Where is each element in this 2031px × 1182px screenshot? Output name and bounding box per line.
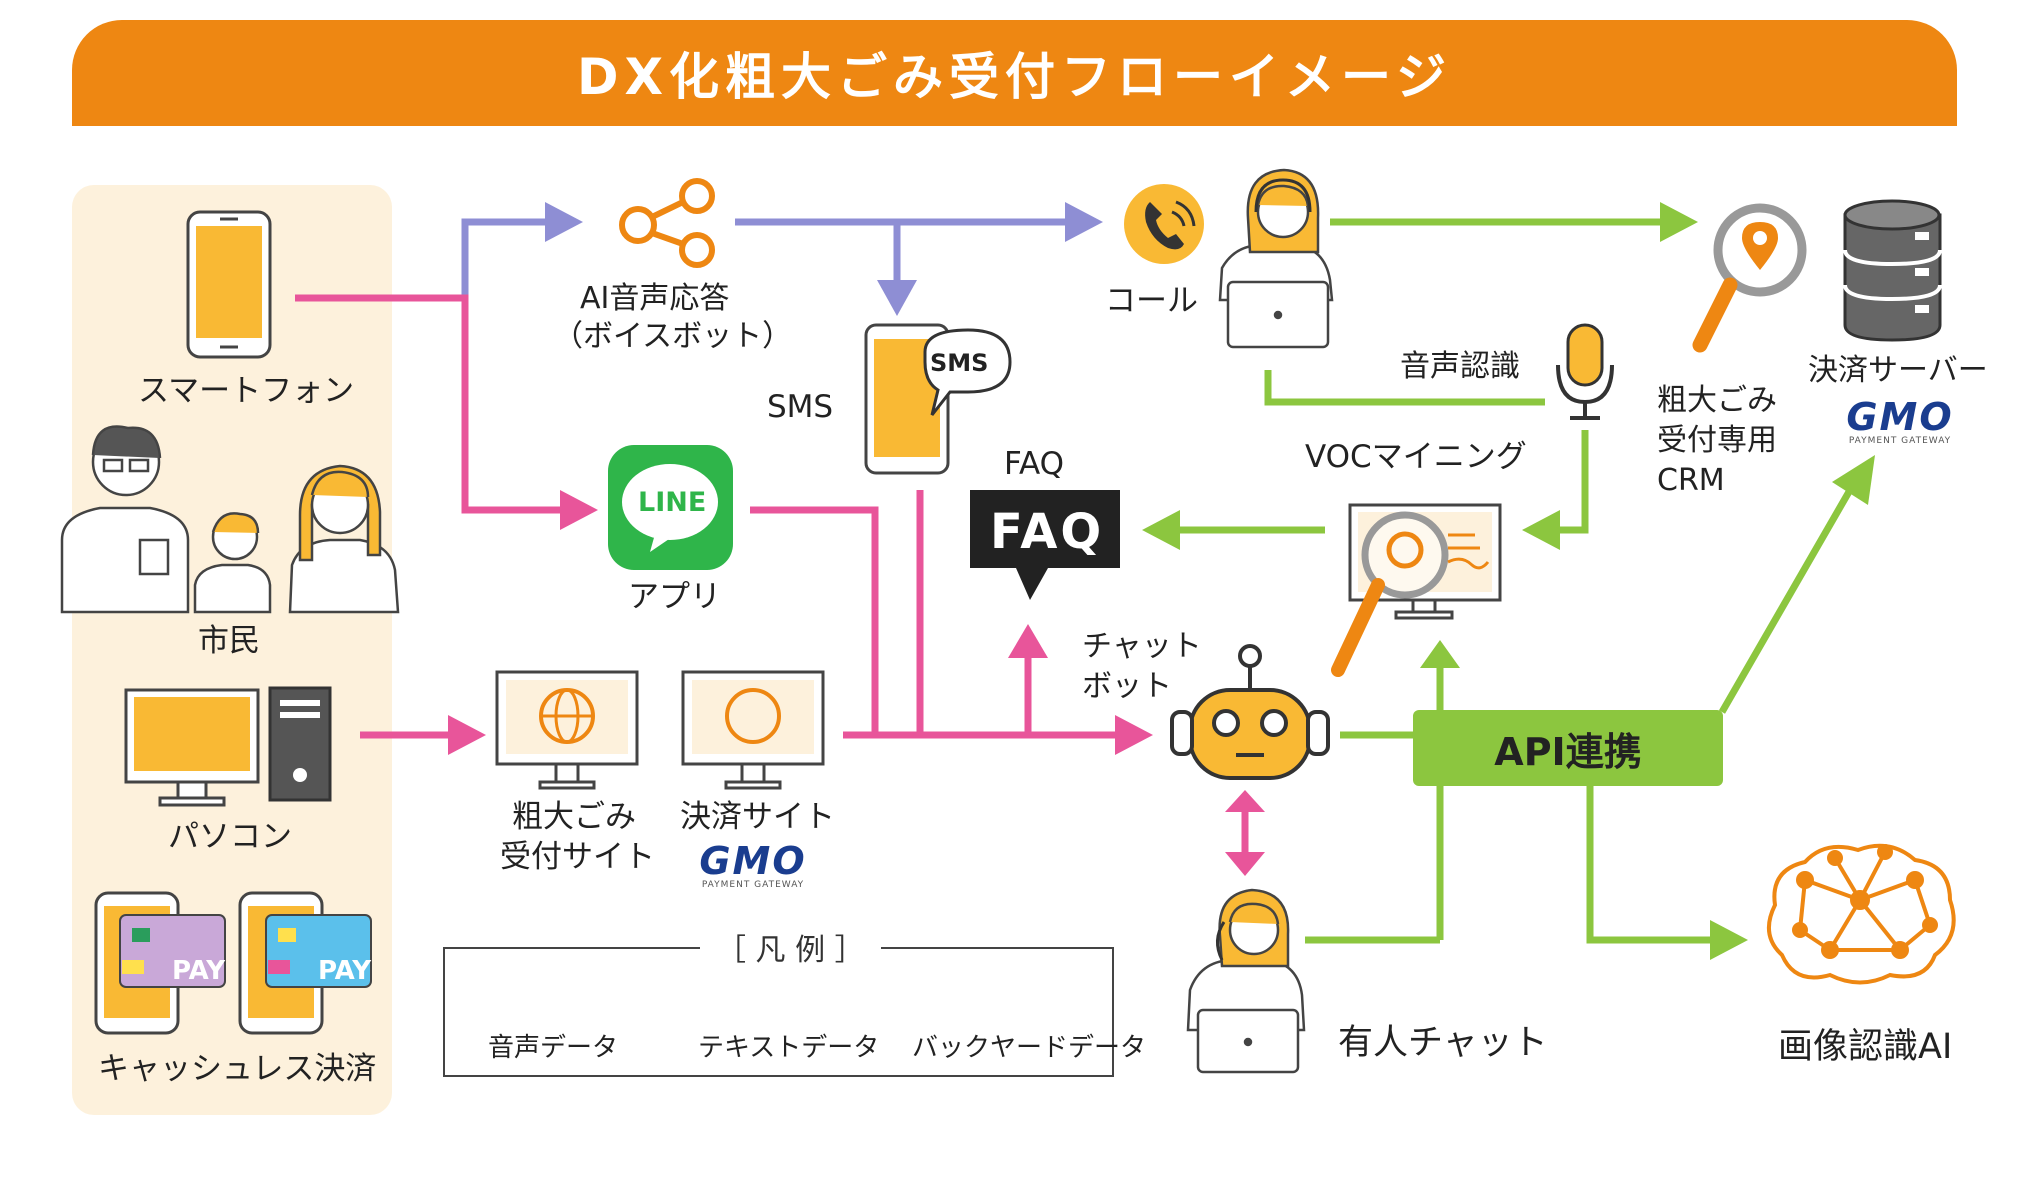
cashless-label: キャッシュレス決済 (98, 1051, 377, 1087)
faq-label: FAQ (1004, 446, 1065, 482)
voicebot-share-icon (619, 178, 715, 268)
call-operator-icon (1218, 168, 1334, 349)
chatbot-label-2: ボット (1082, 669, 1172, 704)
voice-arrowheads (545, 202, 1103, 316)
smartphone-label: スマートフォン (138, 373, 355, 409)
image-ai-label: 画像認識AI (1778, 1027, 1953, 1067)
cashless-icon (94, 891, 372, 1035)
legend-box (443, 947, 1114, 1077)
api-integration-box: API連携 (1413, 710, 1723, 786)
microphone-icon (1556, 323, 1614, 420)
legend-backyard-label: バックヤードデータ (912, 1033, 1147, 1063)
payment-site-icon (681, 670, 825, 790)
text-arrowheads (448, 490, 1265, 876)
reception-site-label-1: 粗大ごみ (512, 799, 636, 835)
chatbot-label-1: チャット (1082, 629, 1202, 664)
pay-badge-1: PAY (172, 956, 226, 986)
server-gmo-logo: GMO PAYMENT GATEWAY (1825, 398, 1975, 446)
legend-title: ［ 凡 例 ］ (700, 925, 881, 969)
gmo-sub-text: PAYMENT GATEWAY (1848, 436, 1952, 446)
gmo-sub-text: PAYMENT GATEWAY (701, 880, 805, 890)
payment-server-label: 決済サーバー (1808, 353, 1988, 388)
page-title: DX化粗大ごみ受付フローイメージ (576, 48, 1453, 106)
sms-bubble-text: SMS (930, 349, 989, 377)
sms-phone-icon (864, 323, 1012, 475)
line-app-icon (608, 445, 733, 570)
call-icon (1124, 184, 1204, 264)
pay-badge-2: PAY (318, 956, 372, 986)
faq-bubble-text: FAQ (990, 504, 1105, 560)
crm-label-1: 粗大ごみ (1657, 383, 1777, 418)
human-chat-label: 有人チャット (1338, 1023, 1548, 1063)
reception-site-label-2: 受付サイト (500, 839, 655, 875)
call-label: コール (1105, 283, 1198, 319)
gmo-logo-text: GMO (699, 839, 807, 883)
legend-text-label: テキストデータ (698, 1033, 880, 1063)
voc-mining-monitor-icon (1331, 503, 1502, 677)
citizen-label: 市民 (198, 623, 260, 659)
ai-voice-label-1: AI音声応答 (580, 281, 730, 316)
chatbot-robot-icon (1170, 644, 1330, 780)
backyard-lines (1180, 218, 1854, 944)
payment-site-label: 決済サイト (680, 799, 835, 835)
title-banner (72, 20, 1957, 126)
crm-label-2: 受付専用 (1657, 423, 1777, 458)
crm-search-icon (1692, 203, 1807, 353)
pc-icon (124, 686, 332, 807)
voice-lines (461, 218, 1065, 298)
voice-recognition-label: 音声認識 (1400, 349, 1520, 384)
line-app-label: アプリ (628, 579, 721, 615)
payment-site-gmo-logo: GMO PAYMENT GATEWAY (683, 842, 823, 890)
legend-voice-label: 音声データ (488, 1033, 619, 1063)
crm-label-3: CRM (1657, 463, 1725, 498)
database-server-icon (1843, 199, 1942, 342)
smartphone-icon (186, 210, 272, 359)
ai-voice-label-2: （ボイスボット） (553, 319, 793, 354)
family-icon (60, 425, 400, 614)
backyard-arrowheads (1142, 202, 1875, 960)
gmo-logo-text: GMO (1846, 395, 1954, 439)
faq-bubble-icon (970, 490, 1120, 600)
human-chat-operator-icon (1186, 888, 1306, 1074)
pc-label: パソコン (168, 819, 292, 855)
line-logo-text: LINE (638, 487, 707, 518)
reception-site-icon (495, 670, 639, 790)
brain-network-icon (1766, 843, 1956, 985)
text-lines (295, 294, 1249, 852)
sms-label: SMS (767, 389, 834, 425)
voc-mining-label: VOCマイニング (1305, 439, 1527, 475)
